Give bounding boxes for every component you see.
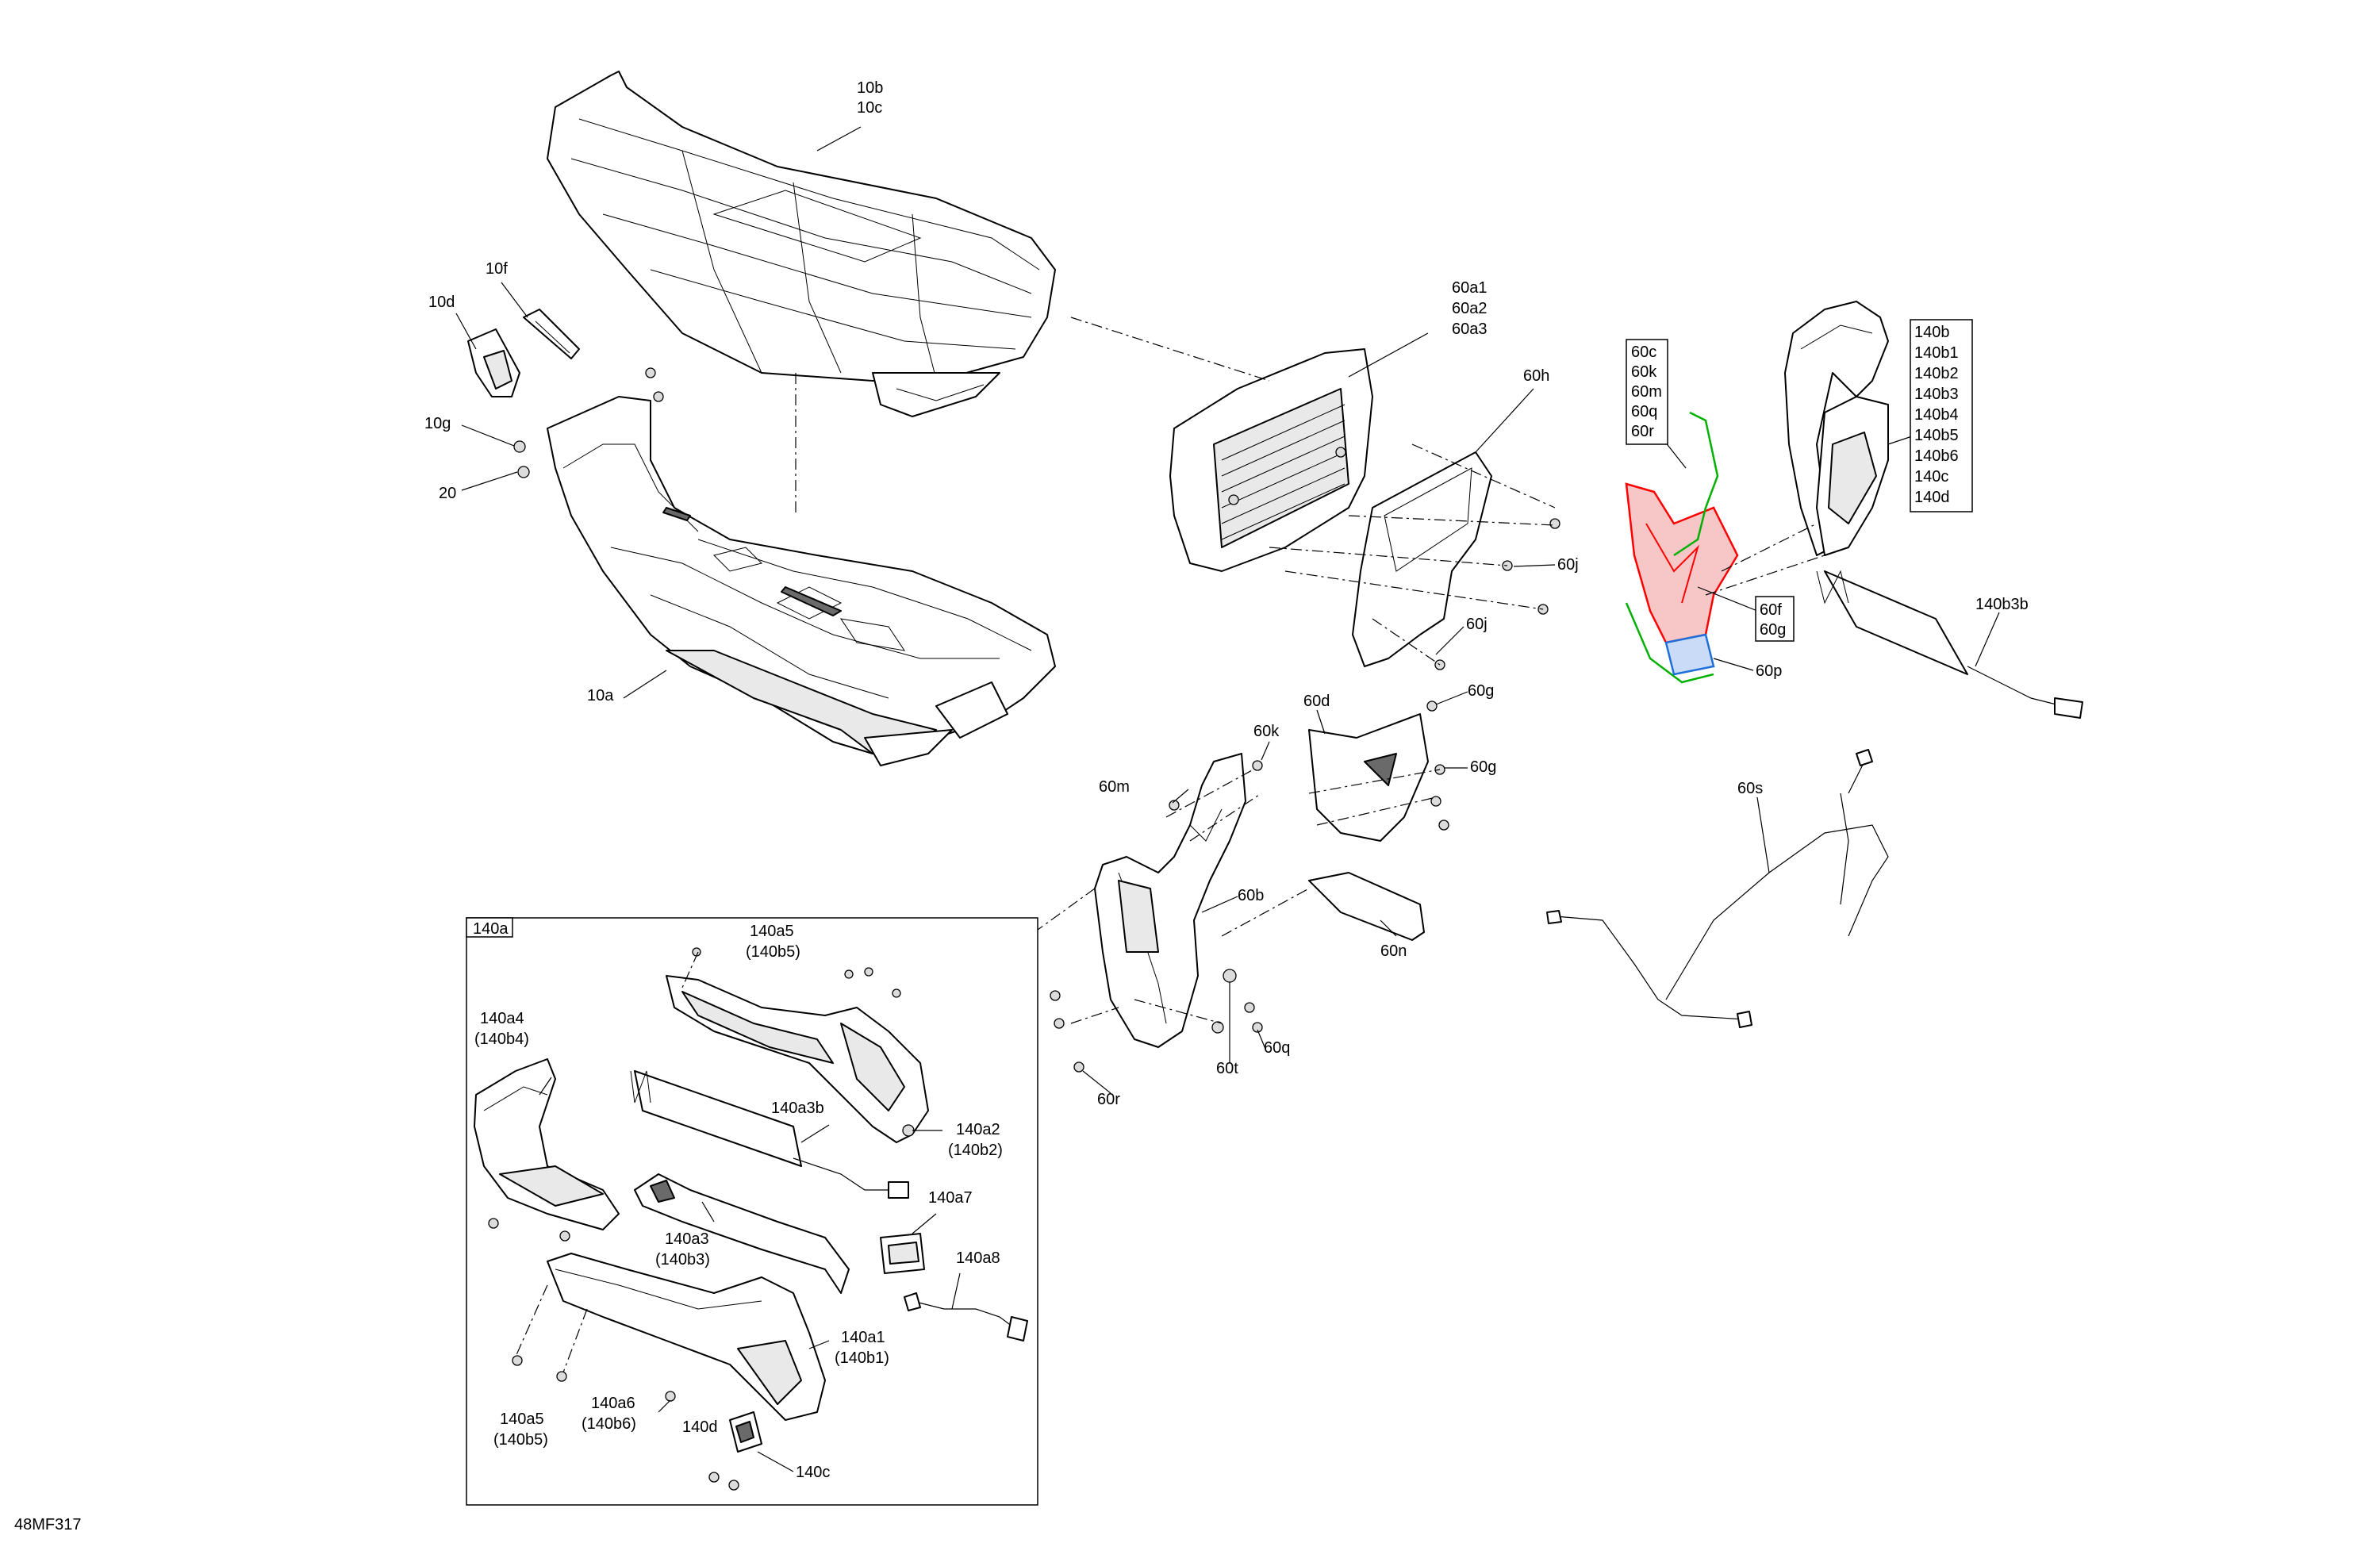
callout-60f: 60f xyxy=(1760,601,1782,619)
callout-140c-list: 140c xyxy=(1914,468,1948,486)
inset-140a1: 140a1 xyxy=(841,1329,885,1346)
callout-10a: 10a xyxy=(587,687,614,704)
callout-60r: 60r xyxy=(1097,1091,1120,1108)
callout-60g-box: 60g xyxy=(1760,621,1786,639)
inset-140d: 140d xyxy=(682,1418,718,1436)
callout-60r-list: 60r xyxy=(1631,423,1654,440)
bracket-60n[interactable] xyxy=(1308,872,1425,941)
callout-60p: 60p xyxy=(1756,662,1782,680)
callout-60b: 60b xyxy=(1238,887,1264,904)
inset-140a2: 140a2 xyxy=(956,1121,1000,1138)
inset-screws[interactable] xyxy=(512,947,901,1491)
callout-60j-top: 60j xyxy=(1557,556,1579,574)
callout-60d: 60d xyxy=(1303,693,1330,710)
callout-60a1: 60a1 xyxy=(1452,279,1488,297)
callout-60k: 60k xyxy=(1253,723,1280,740)
switch-140a7[interactable] xyxy=(880,1233,925,1274)
inset-140a4: 140a4 xyxy=(480,1010,524,1027)
inset-140b4: (140b4) xyxy=(474,1031,529,1048)
inset-140b3: (140b3) xyxy=(655,1251,710,1269)
leader-lines xyxy=(455,126,2000,1094)
callout-60a2: 60a2 xyxy=(1452,300,1488,317)
inset-dash-lines xyxy=(515,951,699,1373)
callout-10b: 10b xyxy=(857,79,883,97)
cable-60s[interactable] xyxy=(1546,749,1889,1028)
clip-10f[interactable] xyxy=(523,309,580,359)
callout-140b: 140b xyxy=(1914,324,1950,341)
harness-140b3b[interactable] xyxy=(1816,570,2083,719)
fasteners-10g-20[interactable] xyxy=(513,367,664,478)
callout-60t: 60t xyxy=(1216,1060,1238,1077)
plate-140a3b[interactable] xyxy=(630,1070,909,1199)
armrest-base-140a1[interactable] xyxy=(547,1253,826,1421)
callout-140b3: 140b3 xyxy=(1914,386,1959,403)
callout-60k-list: 60k xyxy=(1631,363,1657,381)
inset-140a7: 140a7 xyxy=(928,1189,973,1207)
inset-140b1: (140b1) xyxy=(835,1349,889,1367)
callout-labels: 10b 10c 10f 10d 10g 20 10a 60a1 60a2 60a… xyxy=(14,79,2029,1533)
callout-140d-list: 140d xyxy=(1914,489,1950,506)
callout-60m: 60m xyxy=(1099,778,1130,796)
callout-60n: 60n xyxy=(1380,942,1407,960)
callout-60q: 60q xyxy=(1264,1039,1290,1057)
callout-60a3: 60a3 xyxy=(1452,320,1488,338)
inset-140a: 140a xyxy=(466,917,1038,1506)
callout-140b5: 140b5 xyxy=(1914,427,1959,444)
inset-140a3: 140a3 xyxy=(665,1230,709,1248)
callout-60j-bottom: 60j xyxy=(1466,616,1488,633)
highlighted-support-assembly[interactable] xyxy=(1625,411,1739,684)
heater-140a3[interactable] xyxy=(634,1173,850,1294)
mount-frame-60b[interactable] xyxy=(1094,753,1246,1048)
cap-140c[interactable] xyxy=(729,1411,762,1453)
bracket-10d[interactable] xyxy=(467,328,520,397)
callout-10f: 10f xyxy=(486,260,508,278)
inset-140a5-top: 140a5 xyxy=(750,923,794,940)
inset-140b2: (140b2) xyxy=(948,1142,1003,1159)
inset-140a8: 140a8 xyxy=(956,1249,1000,1267)
callout-60g-mid: 60g xyxy=(1470,758,1496,776)
inset-title: 140a xyxy=(473,920,509,938)
inset-leaders xyxy=(539,1077,961,1472)
callout-10c: 10c xyxy=(857,99,882,117)
side-cover-140a4[interactable] xyxy=(474,1058,620,1242)
support-60d[interactable] xyxy=(1308,713,1429,842)
seat-upper-cushion[interactable] xyxy=(547,71,1056,417)
callout-140b2: 140b2 xyxy=(1914,365,1959,382)
callout-60c: 60c xyxy=(1631,344,1656,361)
inset-140a5-bottom: 140a5 xyxy=(500,1411,544,1428)
inset-140b5-top: (140b5) xyxy=(746,943,800,961)
backrest[interactable] xyxy=(1169,348,1373,572)
cable-140a8[interactable] xyxy=(904,1292,1028,1341)
callout-60m-list: 60m xyxy=(1631,383,1662,401)
diagram-code: 48MF317 xyxy=(14,1516,82,1533)
callout-140b3b: 140b3b xyxy=(1975,596,2029,613)
inset-140a6: 140a6 xyxy=(591,1395,635,1412)
inset-140b5-bottom: (140b5) xyxy=(493,1431,548,1449)
inset-140c: 140c xyxy=(796,1464,830,1481)
callout-60g-top: 60g xyxy=(1468,682,1494,700)
callout-140b6: 140b6 xyxy=(1914,447,1959,465)
frame-screws[interactable] xyxy=(1050,700,1449,1073)
inset-140b6: (140b6) xyxy=(582,1415,636,1433)
callout-10d: 10d xyxy=(428,294,455,311)
callout-10g: 10g xyxy=(424,415,451,432)
seat-base[interactable] xyxy=(547,396,1056,766)
armrest-140b[interactable] xyxy=(1784,301,1889,556)
callout-60q-list: 60q xyxy=(1631,403,1657,420)
callout-60s: 60s xyxy=(1737,780,1763,797)
callout-60h: 60h xyxy=(1523,367,1549,385)
inset-140a3b: 140a3b xyxy=(771,1100,824,1117)
callout-20: 20 xyxy=(439,485,456,502)
callout-140b4: 140b4 xyxy=(1914,406,1959,424)
callout-140b1: 140b1 xyxy=(1914,344,1959,362)
